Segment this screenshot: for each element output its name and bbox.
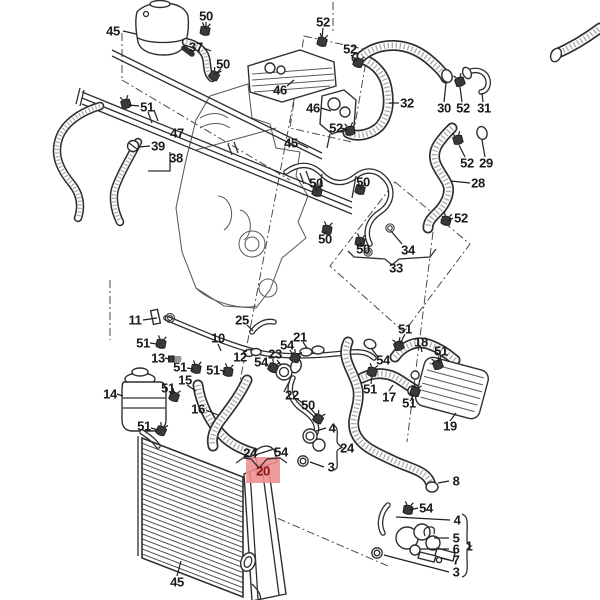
part-label-7-61[interactable]: 7 <box>452 552 460 568</box>
part-label-31-17[interactable]: 31 <box>477 100 491 116</box>
part-label-51-49[interactable]: 51 <box>434 343 448 359</box>
part-label-45-69[interactable]: 45 <box>170 574 184 590</box>
part-label-15-41[interactable]: 15 <box>178 372 192 388</box>
part-label-4-57[interactable]: 4 <box>453 512 461 528</box>
part-label-50-1[interactable]: 50 <box>199 8 213 24</box>
hose-16 <box>206 374 253 452</box>
part-label-24-64[interactable]: 24 <box>340 440 354 456</box>
water-pipe-10 <box>149 308 377 393</box>
part-label-11-28[interactable]: 11 <box>128 312 142 328</box>
part-label-12-33[interactable]: 12 <box>233 349 247 365</box>
part-label-4-63[interactable]: 4 <box>328 420 336 436</box>
part-label-38-7[interactable]: 38 <box>169 150 183 166</box>
part-label-28-20[interactable]: 28 <box>471 175 485 191</box>
part-label-50-46[interactable]: 50 <box>301 397 315 413</box>
part-label-50-21[interactable]: 50 <box>309 175 323 191</box>
thermostat-housing-group <box>371 502 456 564</box>
cylinder-head-cover-drawing <box>247 49 357 149</box>
radiator-drawing <box>137 436 287 600</box>
part-label-19-54[interactable]: 19 <box>443 418 457 434</box>
part-label-51-51[interactable]: 51 <box>363 381 377 397</box>
part-label-51-35[interactable]: 51 <box>206 362 220 378</box>
hose-28 <box>422 122 458 234</box>
pipe-22 <box>287 375 320 439</box>
part-label-51-42[interactable]: 51 <box>161 380 175 396</box>
part-label-33-27[interactable]: 33 <box>389 260 403 276</box>
part-label-54-50[interactable]: 54 <box>376 352 390 368</box>
connector-group-24 <box>297 428 326 467</box>
part-label-14-40[interactable]: 14 <box>103 386 117 402</box>
part-label-23-37[interactable]: 23 <box>268 346 282 362</box>
part-label-51-34[interactable]: 51 <box>173 359 187 375</box>
part-label-21-39[interactable]: 21 <box>293 329 307 345</box>
part-label-32-12[interactable]: 32 <box>400 95 414 111</box>
hose-8 <box>340 336 439 493</box>
part-label-51-44[interactable]: 51 <box>137 418 151 434</box>
part-label-52-16[interactable]: 52 <box>456 100 470 116</box>
part-label-50-23[interactable]: 50 <box>318 231 332 247</box>
part-label-37-2[interactable]: 37 <box>189 39 203 55</box>
hose-top-right <box>549 22 600 63</box>
coolant-pipe-33-34 <box>283 162 437 266</box>
part-label-51-47[interactable]: 51 <box>398 321 412 337</box>
pipe-bundle-47 <box>75 49 353 215</box>
part-label-1-59[interactable]: 1 <box>465 538 473 554</box>
part-label-50-22[interactable]: 50 <box>356 174 370 190</box>
part-label-47-5[interactable]: 47 <box>170 125 184 141</box>
part-label-54-38[interactable]: 54 <box>280 337 294 353</box>
hose-38-39 <box>52 101 171 227</box>
part-label-3-62[interactable]: 3 <box>452 564 460 580</box>
part-label-46-10[interactable]: 46 <box>273 82 287 98</box>
part-label-54-36[interactable]: 54 <box>254 354 268 370</box>
part-label-29-19[interactable]: 29 <box>479 155 493 171</box>
part-label-16-43[interactable]: 16 <box>191 401 205 417</box>
part-label-54-56[interactable]: 54 <box>419 500 433 516</box>
hose-37 <box>181 37 217 83</box>
part-label-34-26[interactable]: 34 <box>401 242 415 258</box>
part-label-45-14[interactable]: 45 <box>284 135 298 151</box>
part-label-51-30[interactable]: 51 <box>136 335 150 351</box>
part-label-52-9[interactable]: 52 <box>343 41 357 57</box>
part-label-50-3[interactable]: 50 <box>216 56 230 72</box>
part-label-18-48[interactable]: 18 <box>414 334 428 350</box>
part-label-8-55[interactable]: 8 <box>452 473 460 489</box>
part-label-6-60[interactable]: 6 <box>452 541 460 557</box>
part-label-30-15[interactable]: 30 <box>437 100 451 116</box>
fittings-29-30-31 <box>441 66 491 141</box>
part-label-5-58[interactable]: 5 <box>452 530 460 546</box>
part-label-17-52[interactable]: 17 <box>382 389 396 405</box>
part-label-22-45[interactable]: 22 <box>285 387 299 403</box>
part-label-51-53[interactable]: 51 <box>402 395 416 411</box>
part-label-45-0[interactable]: 45 <box>106 23 120 39</box>
part-label-52-18[interactable]: 52 <box>460 155 474 171</box>
part-label-25-29[interactable]: 25 <box>235 312 249 328</box>
bracket-24-54 <box>235 457 288 469</box>
part-label-51-4[interactable]: 51 <box>140 99 154 115</box>
part-label-24-66[interactable]: 24 <box>243 445 257 461</box>
part-label-52-25[interactable]: 52 <box>454 210 468 226</box>
part-label-3-65[interactable]: 3 <box>327 459 335 475</box>
highlight-box-part-20[interactable] <box>246 457 280 483</box>
part-label-50-24[interactable]: 50 <box>356 241 370 257</box>
hose-15 <box>192 379 260 459</box>
part-label-20-68[interactable]: 20 <box>256 463 270 479</box>
part-label-52-13[interactable]: 52 <box>329 120 343 136</box>
leader-lines <box>116 22 486 577</box>
group-braces <box>332 424 473 578</box>
part-label-13-32[interactable]: 13 <box>151 350 165 366</box>
part-label-46-11[interactable]: 46 <box>306 100 320 116</box>
part-label-52-8[interactable]: 52 <box>316 14 330 30</box>
part-label-39-6[interactable]: 39 <box>151 138 165 154</box>
part-label-10-31[interactable]: 10 <box>211 330 225 346</box>
part-label-54-67[interactable]: 54 <box>274 444 288 460</box>
